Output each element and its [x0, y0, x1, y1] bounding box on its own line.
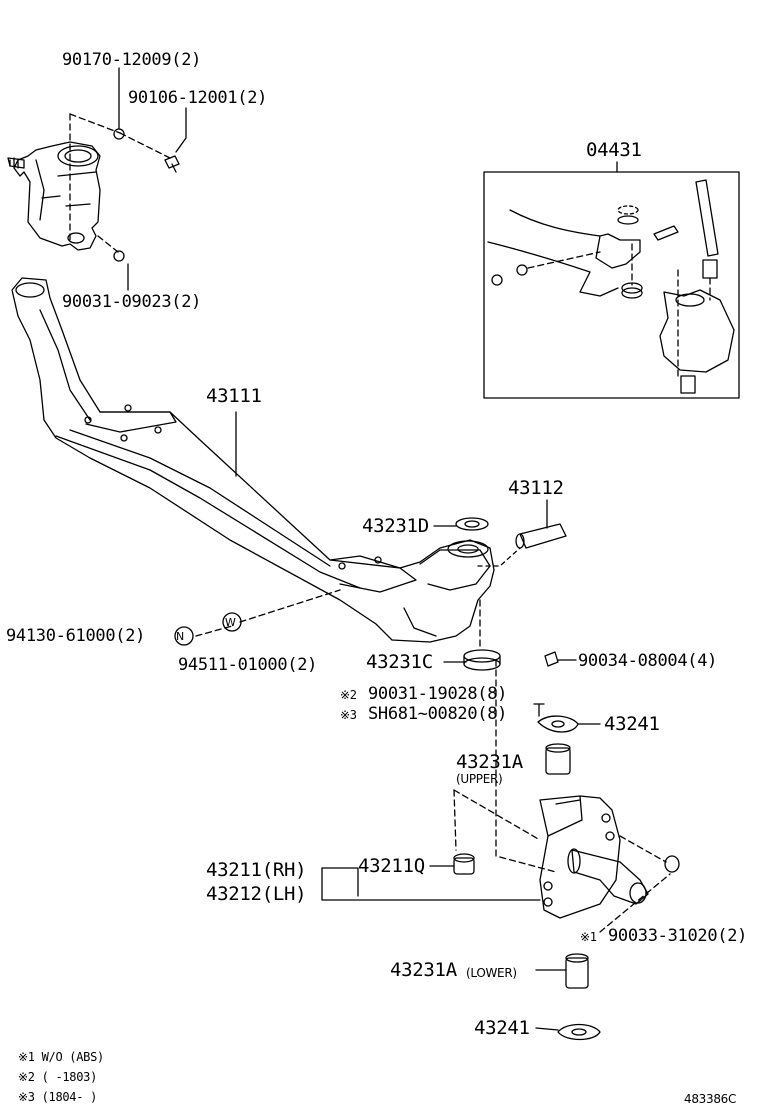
leader-lines-mid: [195, 411, 548, 663]
part-90034-label: 90034-08004(4): [578, 651, 718, 671]
part-43211-label: 43211(RH): [206, 859, 307, 881]
part-43111-label: 43111: [206, 385, 262, 407]
kingpin-drawing: [455, 517, 577, 671]
note-mark-2: ※2: [340, 688, 357, 702]
part-43231d-label: 43231D: [362, 515, 429, 537]
part-43231c-label: 43231C: [366, 651, 433, 673]
upper-qualifier: (UPPER): [456, 772, 503, 786]
n-mark-label: N: [176, 630, 184, 643]
small-bolts: [113, 128, 180, 262]
part-90031-09023-label: 90031-09023(2): [62, 292, 202, 312]
lower-qualifier: (LOWER): [466, 966, 517, 980]
part-90106-label: 90106-12001(2): [128, 88, 268, 108]
part-sh681-label: SH681~00820(8): [368, 704, 508, 724]
footnote-1: ※1 W/O (ABS): [18, 1050, 104, 1064]
footnote-2: ※2 ( -1803): [18, 1070, 98, 1084]
axle-beam-drawing: [11, 277, 495, 643]
knuckle-dashes: [69, 113, 171, 253]
n-circle: [174, 626, 194, 646]
part-43112-label: 43112: [508, 477, 564, 499]
part-94130-label: 94130-61000(2): [6, 626, 146, 646]
footnote-3: ※3 (1804- ): [18, 1090, 98, 1104]
part-43241-lower-label: 43241: [474, 1017, 530, 1039]
part-94511-label: 94511-01000(2): [178, 655, 318, 675]
part-90170-label: 90170-12009(2): [62, 50, 202, 70]
part-90033-label: 90033-31020(2): [608, 926, 748, 946]
inset-box: [483, 161, 740, 399]
leader-lines-low: [321, 865, 567, 1031]
part-43231a-lower-label: 43231A: [390, 959, 457, 981]
lower-knuckle-drawing: [453, 703, 680, 1041]
part-43211q-label: 43211Q: [358, 855, 425, 877]
note-mark-3: ※3: [340, 708, 357, 722]
diagram-reference-code: 483386C: [684, 1092, 737, 1106]
part-04431-label: 04431: [586, 139, 642, 161]
note-mark-1: ※1: [580, 930, 597, 944]
w-circle: [222, 612, 242, 632]
part-43241-upper-label: 43241: [604, 713, 660, 735]
part-43231a-upper-label: 43231A: [456, 751, 523, 773]
knuckle-arm-drawing: [7, 141, 101, 251]
lower-dashes: [453, 659, 671, 933]
w-mark-label: W: [225, 616, 236, 629]
part-90031-19028-label: 90031-19028(8): [368, 684, 508, 704]
leader-lines-top: [118, 67, 187, 291]
part-43212-label: 43212(LH): [206, 883, 307, 905]
